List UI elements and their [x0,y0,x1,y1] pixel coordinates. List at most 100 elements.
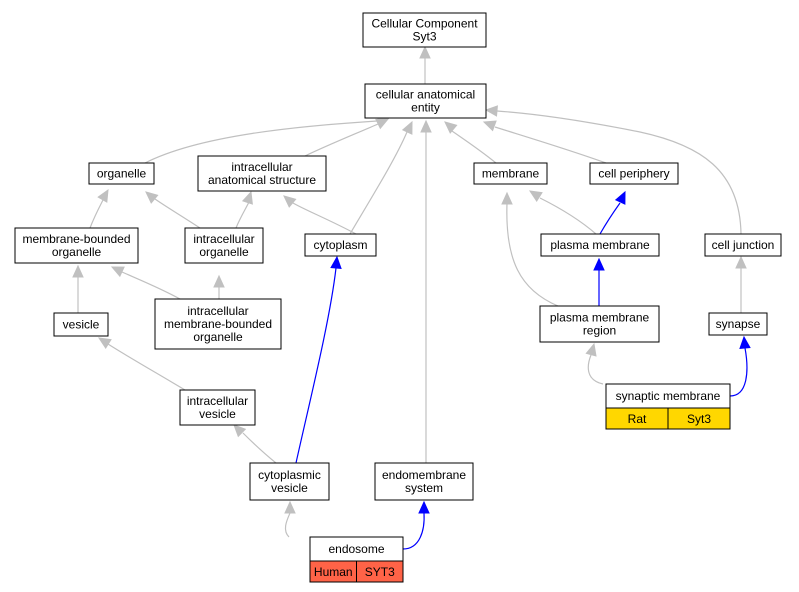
edge-is-a [89,188,109,229]
edge-is-a [444,121,497,164]
node-membrane[interactable]: membrane [473,162,548,185]
node-box [605,383,731,409]
node-label: entity [411,101,440,115]
node-box [374,462,474,501]
node-box [53,312,109,337]
node-box [88,162,155,185]
annotation-cell [667,407,731,430]
annotation-label: Rat [628,412,647,426]
node-label: intracellular [187,394,248,408]
node-box [589,162,679,185]
edge-part-of [402,500,430,550]
annotation-label: SYT3 [365,565,395,579]
node-label: endomembrane [382,468,466,482]
edge-is-a [528,190,597,235]
node-box [704,233,782,257]
node-label: cytoplasmic [258,468,321,482]
node-box [473,162,548,185]
edge-part-of [599,190,626,235]
node-plasma-membrane[interactable]: plasma membrane [540,233,660,257]
node-label: membrane-bounded [22,232,130,246]
node-label: plasma membrane [550,238,650,252]
node-label: cellular anatomical [376,88,475,102]
node-label: organelle [193,330,243,344]
node-cell-junction[interactable]: cell junction [704,233,782,257]
node-box [14,227,139,264]
node-label: anatomical structure [208,173,316,187]
node-box [249,462,330,501]
edge-is-a [72,264,84,313]
edge-is-a [349,120,413,235]
edge-part-of [729,335,751,397]
edge-is-a [110,266,181,300]
node-box [708,312,768,336]
edge-is-a [97,337,186,391]
node-label: Cellular Component [371,17,478,31]
edge-is-a [283,195,357,235]
node-label: membrane [482,167,540,181]
node-label: synapse [716,317,761,331]
node-box [539,305,660,343]
node-box [304,233,377,257]
node-label: organelle [199,245,249,259]
node-label: endosome [328,542,384,556]
edge-is-a [235,190,253,229]
node-box [179,389,256,426]
node-label: vesicle [199,407,236,421]
node-box [184,227,264,264]
node-box [362,12,487,48]
edge-part-of [593,257,605,306]
node-label: intracellular [231,160,292,174]
edge-is-a [233,424,277,464]
annotation-label: Syt3 [687,412,711,426]
edge-is-a [145,191,201,229]
node-label: cytoplasm [313,238,367,252]
annotation-label: Human [314,565,353,579]
node-label: synaptic membrane [616,389,721,403]
edge-is-a [585,342,604,385]
node-box [364,83,487,119]
edge-is-a [213,274,225,299]
node-label: organelle [97,167,147,181]
annotation-cell [356,560,404,583]
edge-is-a [284,500,296,538]
node-label: cell periphery [598,167,669,181]
node-box [197,155,327,192]
node-label: intracellular [187,304,248,318]
node-label: membrane-bounded [164,317,272,331]
node-vesicle[interactable]: vesicle [53,312,109,337]
node-synapse[interactable]: synapse [708,312,768,336]
edge-is-a [735,255,747,313]
edge-is-a [482,120,607,164]
edge-is-a [419,45,431,84]
node-label: vesicle [271,481,308,495]
node-cell-periphery[interactable]: cell periphery [589,162,679,185]
node-cytoplasm[interactable]: cytoplasm [304,233,377,257]
node-label: cell junction [712,238,775,252]
node-box [540,233,660,257]
node-label: vesicle [63,318,100,332]
edge-is-a [484,105,742,235]
edge-part-of [295,255,342,464]
node-label: organelle [52,245,102,259]
edges-layer [72,45,751,550]
node-label: system [405,481,443,495]
node-label: plasma membrane [550,311,650,325]
node-label: Syt3 [412,30,436,44]
node-organelle[interactable]: organelle [88,162,155,185]
edge-is-a [501,191,559,307]
node-box [309,536,404,562]
